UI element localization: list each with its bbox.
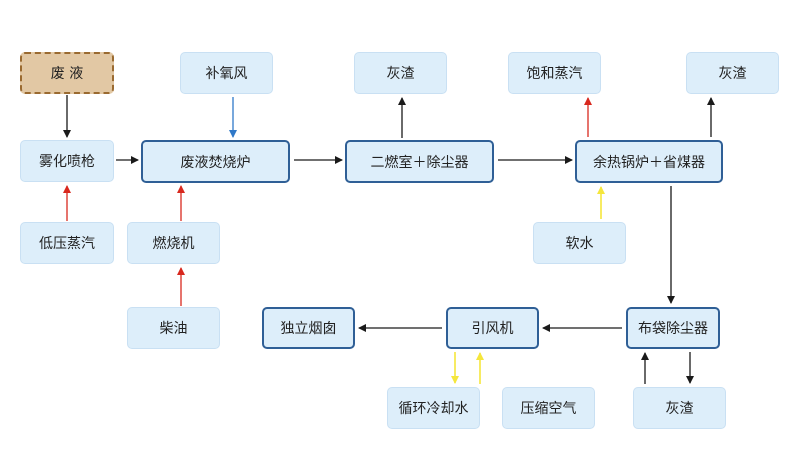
bag-filter-node: 布袋除尘器 (626, 307, 720, 349)
incinerator-node: 废液焚烧炉 (141, 140, 290, 183)
soft-water-node: 软水 (533, 222, 626, 264)
diesel-node: 柴油 (127, 307, 220, 349)
chimney-node: 独立烟囱 (262, 307, 355, 349)
compressed-air-node: 压缩空气 (502, 387, 595, 429)
supplementary-oxygen-node: 补氧风 (180, 52, 273, 94)
ash-node-bottom: 灰渣 (633, 387, 726, 429)
waste-liquid-node: 废 液 (20, 52, 114, 94)
secondary-chamber-node: 二燃室＋除尘器 (345, 140, 494, 183)
ash-node-top-center: 灰渣 (354, 52, 447, 94)
waste-heat-boiler-node: 余热锅炉＋省煤器 (575, 140, 723, 183)
induced-fan-node: 引风机 (446, 307, 539, 349)
saturated-steam-node: 饱和蒸汽 (508, 52, 601, 94)
atomizing-gun-node: 雾化喷枪 (20, 140, 114, 182)
ash-node-top-right: 灰渣 (686, 52, 779, 94)
burner-node: 燃烧机 (127, 222, 220, 264)
low-pressure-steam-node: 低压蒸汽 (20, 222, 114, 264)
cooling-water-node: 循环冷却水 (387, 387, 480, 429)
